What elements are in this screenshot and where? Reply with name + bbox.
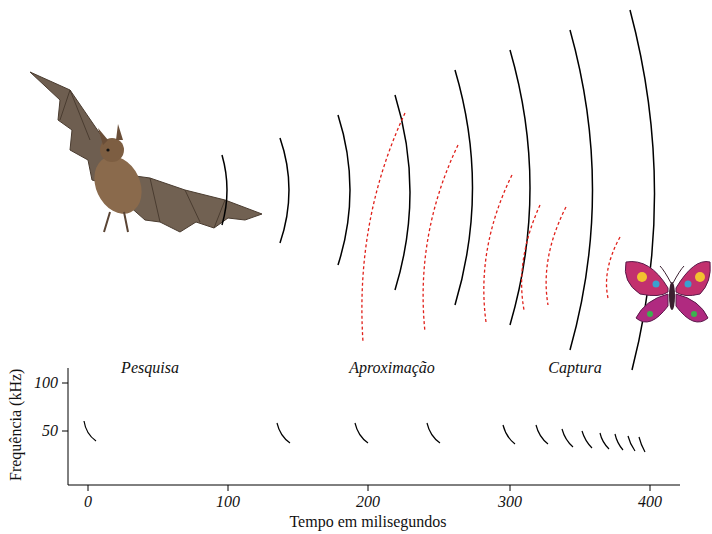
- butterfly-illustration: [625, 262, 710, 322]
- chart-axes: [62, 368, 680, 491]
- emitted-pulse-arcs: [222, 10, 655, 370]
- axis-tick-label: 300: [498, 493, 522, 511]
- echo-arcs: [362, 113, 620, 342]
- phase-label: Captura: [548, 359, 601, 377]
- axis-tick-label: 0: [84, 493, 92, 511]
- phase-label: Pesquisa: [121, 359, 179, 377]
- axis-tick-label: 50: [42, 422, 58, 440]
- chirp-marks: [84, 421, 645, 452]
- axis-title: Frequência (kHz): [7, 369, 25, 481]
- phase-label: Aproximação: [349, 359, 435, 377]
- axis-tick-label: 200: [356, 493, 380, 511]
- axis-tick-label: 100: [34, 374, 58, 392]
- axis-tick-label: 400: [638, 493, 662, 511]
- bat-illustration: [30, 72, 262, 232]
- axis-title: Tempo em milisegundos: [289, 513, 446, 531]
- axis-tick-label: 100: [216, 493, 240, 511]
